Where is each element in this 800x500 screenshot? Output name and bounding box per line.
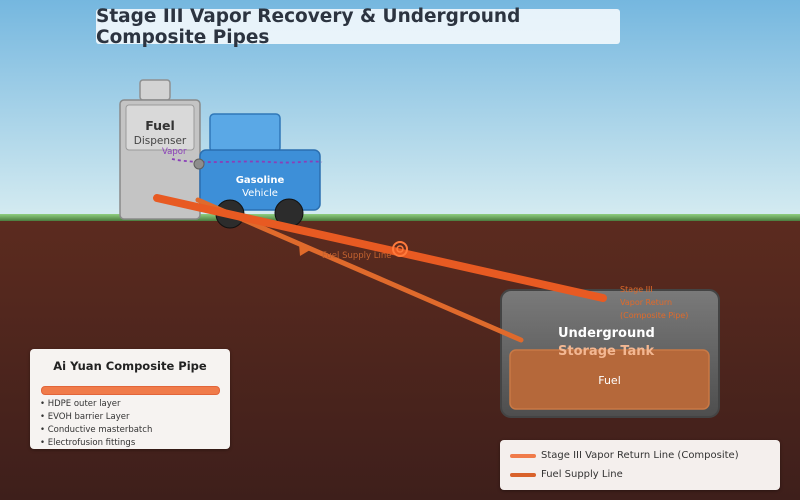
- pipe-legend: Stage III Vapor Return Line (Composite) …: [500, 440, 780, 490]
- legend-row-vapor-return: Stage III Vapor Return Line (Composite): [510, 450, 739, 461]
- composite-pipe-swatch: [41, 386, 220, 395]
- fuel-dispenser: [119, 79, 201, 220]
- supply-line-swatch: [510, 472, 536, 477]
- vehicle-label: Gasoline: [235, 175, 285, 186]
- vehicle-sublabel: Vehicle: [242, 188, 278, 199]
- legend-feature-item: • Electrofusion fittings: [40, 438, 136, 448]
- ground-surface: [0, 214, 800, 221]
- dispenser-sublabel: Dispenser: [133, 135, 187, 147]
- vapor-label: Vapor: [162, 147, 187, 157]
- legend-feature-item: • HDPE outer layer: [40, 399, 121, 409]
- supply-line-label: Fuel Supply Line: [322, 251, 392, 261]
- vapor-return-pipe: [153, 194, 607, 302]
- vapor-nozzle-icon: [193, 158, 205, 170]
- vapor-return-label-1: Stage III: [620, 285, 653, 294]
- title-banner: Stage III Vapor Recovery & Underground C…: [96, 6, 620, 48]
- tank-fuel-label: Fuel: [598, 374, 621, 387]
- legend-label-vapor-return: Stage III Vapor Return Line (Composite): [541, 450, 739, 461]
- vapor-return-swatch: [510, 453, 536, 458]
- vapor-return-label-3: (Composite Pipe): [620, 311, 689, 320]
- composite-pipe-legend: Ai Yuan Composite Pipe • HDPE outer laye…: [30, 349, 230, 449]
- flow-direction-arrow-icon: [299, 244, 310, 256]
- vapor-return-label-2: Vapor Return: [620, 298, 673, 307]
- page-title: Stage III Vapor Recovery & Underground C…: [96, 5, 521, 48]
- legend-title: Ai Yuan Composite Pipe: [53, 359, 207, 373]
- tank-label: Underground: [558, 326, 655, 341]
- connection-target-icon: [392, 241, 408, 257]
- underground-storage-tank: [500, 289, 720, 418]
- legend-label-supply: Fuel Supply Line: [541, 469, 623, 480]
- legend-feature-item: • Conductive masterbatch: [40, 425, 153, 435]
- legend-row-supply: Fuel Supply Line: [510, 469, 623, 480]
- dispenser-label: Fuel: [145, 118, 175, 133]
- legend-feature-item: • EVOH barrier Layer: [40, 412, 130, 422]
- legend-feature-list: • HDPE outer layer • EVOH barrier Layer …: [40, 398, 152, 450]
- tank-fuel-level: [509, 349, 710, 410]
- tank-sublabel: Storage Tank: [558, 344, 655, 359]
- gasoline-vehicle: [199, 113, 321, 229]
